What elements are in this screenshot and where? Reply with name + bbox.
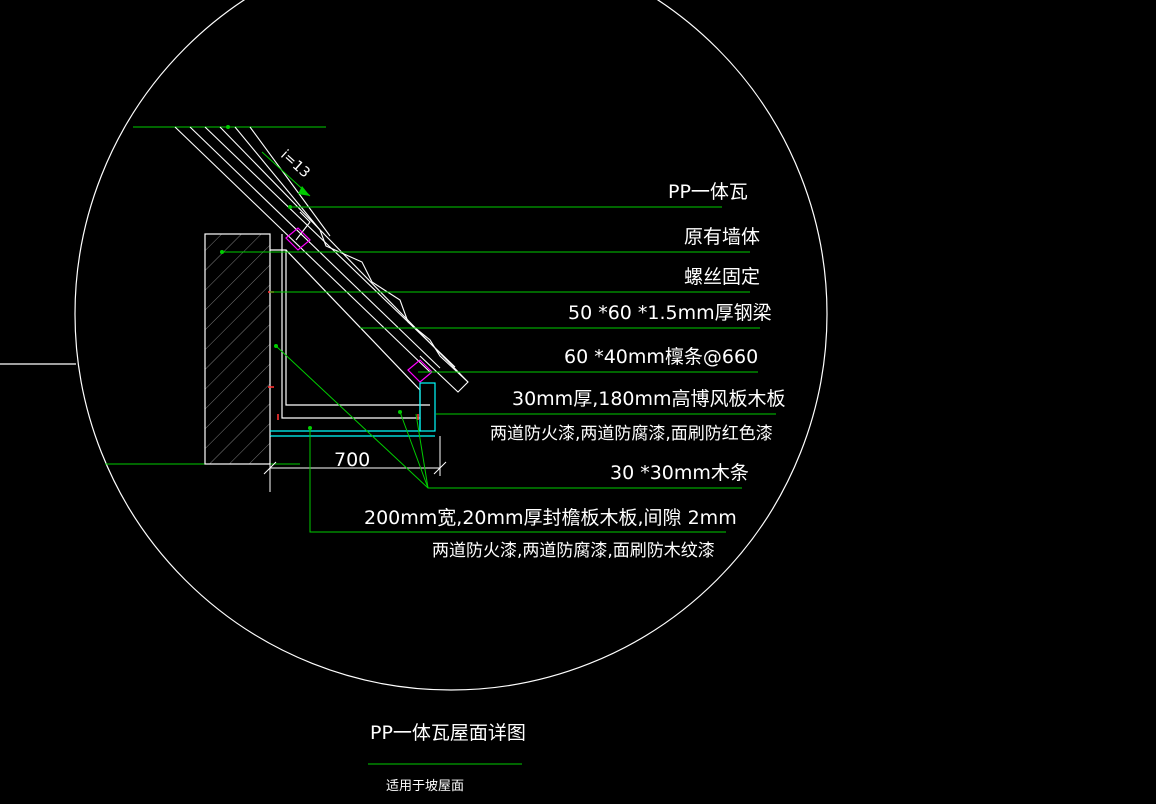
callout-steel-beam: 50 *60 *1.5mm厚钢梁 [568,302,772,324]
fascia-board [270,382,436,437]
drawing-title: PP一体瓦屋面详图 [370,722,526,744]
steel-bracket [270,234,430,419]
callout-eave-board: 200mm宽,20mm厚封檐板木板,间隙 2mm [364,507,737,529]
purlin-markers [285,227,433,383]
callout-fascia-paint: 两道防火漆,两道防腐漆,面刷防红色漆 [490,424,773,444]
callout-purlin: 60 *40mm檁条@660 [564,346,758,368]
callout-pp-tile: PP一体瓦 [668,181,748,203]
dimension-label: 700 [334,449,370,471]
detail-circle [74,0,828,691]
dimension-700: 700 [263,436,447,492]
callout-screw-fixing: 螺丝固定 [684,266,760,288]
screw-marks [268,291,419,420]
leader-lines [222,206,776,533]
callout-eave-paint: 两道防火漆,两道防腐漆,面刷防木纹漆 [432,541,715,561]
callout-existing-wall: 原有墙体 [684,226,760,248]
callout-fascia-board: 30mm厚,180mm高博风板木板 [512,388,786,410]
callout-wood-strip: 30 *30mm木条 [610,462,749,484]
leader-dots [220,125,402,430]
roof-layers [174,126,469,393]
slope-label: i=13 [277,147,313,181]
existing-wall [204,233,271,465]
drawing-subtitle: 适用于坡屋面 [386,779,464,794]
